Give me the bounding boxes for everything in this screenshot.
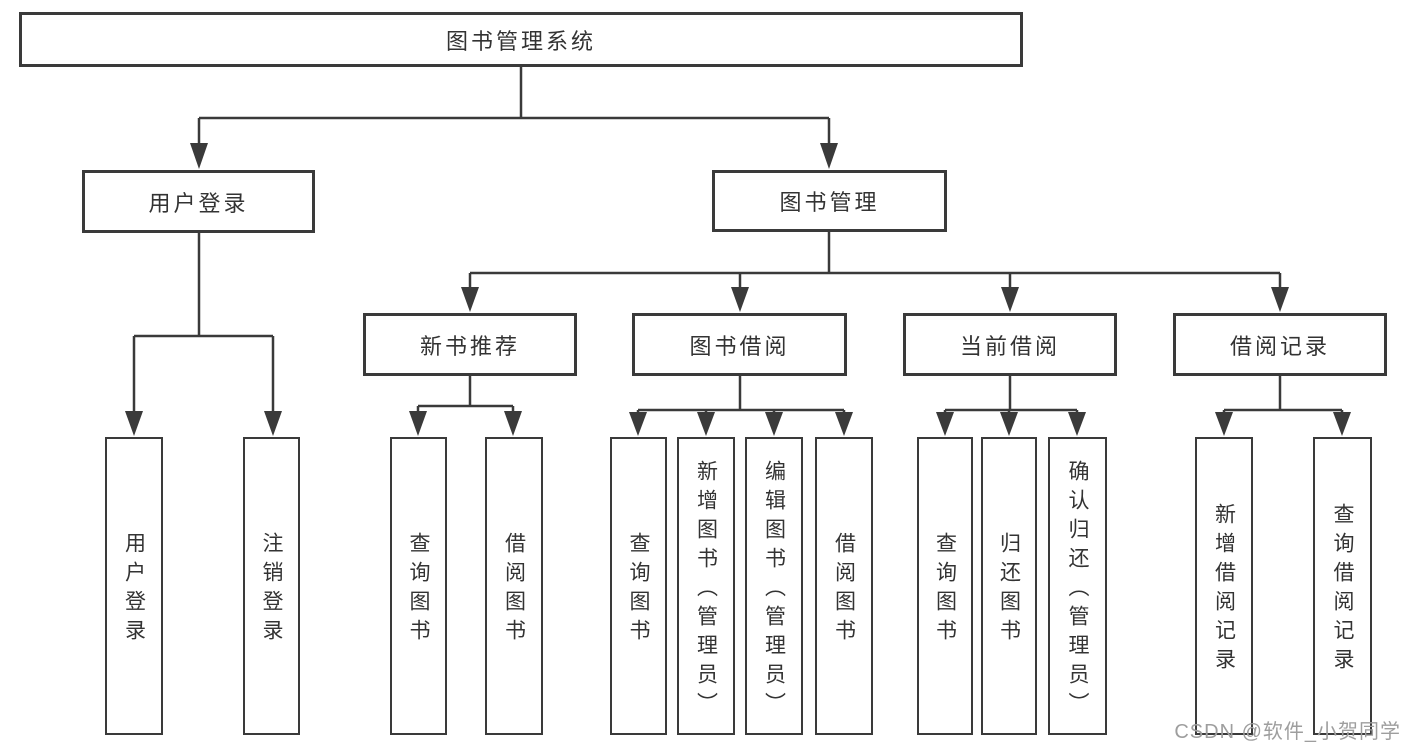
leaf-logout-label: 注销登录 [260, 532, 283, 648]
leaf-borrow-query-label: 查询图书 [627, 532, 650, 648]
leaf-user-login: 用户登录 [105, 437, 163, 735]
leaf-logout: 注销登录 [243, 437, 300, 735]
leaf-user-login-label: 用户登录 [122, 532, 146, 648]
watermark: CSDN @软件_小贺同学 [1174, 721, 1401, 743]
leaf-newbooks-query-label: 查询图书 [407, 532, 430, 648]
leaf-borrow-add-admin: 新增图书（管理员） [677, 437, 735, 735]
node-new-book-recommend: 新书推荐 [363, 313, 577, 376]
leaf-current-query-label: 查询图书 [933, 532, 957, 648]
leaf-borrow-edit-admin: 编辑图书（管理员） [745, 437, 803, 735]
node-book-management-label: 图书管理 [779, 190, 880, 215]
leaf-borrow-book: 借阅图书 [815, 437, 873, 735]
node-current-borrow-label: 当前借阅 [959, 333, 1060, 359]
node-current-borrow: 当前借阅 [903, 313, 1117, 376]
node-book-borrow-label: 图书借阅 [689, 333, 790, 359]
node-book-borrow: 图书借阅 [632, 313, 847, 376]
leaf-current-confirm-return-admin-label: 确认归还（管理员） [1066, 459, 1089, 721]
leaf-current-return: 归还图书 [981, 437, 1037, 735]
arrowhead-icons [125, 143, 1351, 436]
leaf-borrow-edit-admin-label: 编辑图书（管理员） [762, 459, 786, 721]
leaf-current-query: 查询图书 [917, 437, 973, 735]
leaf-newbooks-query: 查询图书 [390, 437, 447, 735]
leaf-borrow-add-admin-label: 新增图书（管理员） [694, 459, 718, 721]
node-user-login: 用户登录 [82, 170, 315, 233]
leaf-records-query: 查询借阅记录 [1313, 437, 1372, 735]
node-new-book-recommend-label: 新书推荐 [419, 333, 520, 359]
node-borrow-records-label: 借阅记录 [1229, 333, 1330, 359]
node-user-login-label: 用户登录 [148, 190, 249, 216]
node-borrow-records: 借阅记录 [1173, 313, 1387, 376]
leaf-newbooks-borrow: 借阅图书 [485, 437, 543, 735]
node-root: 图书管理系统 [19, 12, 1023, 67]
leaf-borrow-book-label: 借阅图书 [832, 532, 856, 648]
leaf-borrow-query: 查询图书 [610, 437, 667, 735]
leaf-records-query-label: 查询借阅记录 [1331, 503, 1354, 677]
leaf-records-add-label: 新增借阅记录 [1212, 503, 1236, 677]
node-root-label: 图书管理系统 [445, 28, 596, 54]
leaf-current-return-label: 归还图书 [997, 532, 1021, 648]
leaf-current-confirm-return-admin: 确认归还（管理员） [1048, 437, 1107, 735]
leaf-newbooks-borrow-label: 借阅图书 [502, 532, 526, 648]
node-book-management: 图书管理 [712, 170, 947, 232]
leaf-records-add: 新增借阅记录 [1195, 437, 1253, 735]
